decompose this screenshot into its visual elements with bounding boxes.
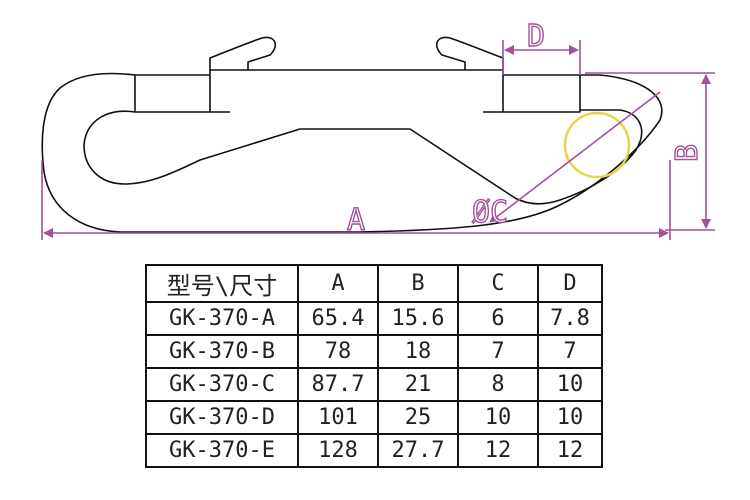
cell-b: 27.7 xyxy=(377,433,459,468)
cell-d: 7 xyxy=(537,334,603,369)
dimension-d-label: D xyxy=(527,19,545,54)
cell-d: 10 xyxy=(537,400,603,435)
left-sleeve xyxy=(134,74,211,113)
right-trigger xyxy=(435,36,504,70)
dimension-a-label: A xyxy=(347,203,365,238)
left-trigger xyxy=(209,36,277,70)
left-hook-inner xyxy=(83,109,643,205)
dimension-c-line xyxy=(489,91,661,223)
cell-b: 25 xyxy=(377,400,459,435)
cell-a: 78 xyxy=(297,334,379,369)
dimension-c-label: ØC xyxy=(472,195,508,230)
table-header-row: 型号\尺寸 A B C D xyxy=(145,264,603,303)
dimension-lines xyxy=(41,40,715,240)
table-row: GK-370-B 78 18 7 7 xyxy=(145,334,603,369)
cell-c: 10 xyxy=(457,400,539,435)
table-row: GK-370-E 128 27.7 12 12 xyxy=(145,433,603,468)
header-model-size: 型号\尺寸 xyxy=(145,264,299,303)
body-top xyxy=(209,69,504,75)
cell-b: 21 xyxy=(377,367,459,402)
spec-table: 型号\尺寸 A B C D GK-370-A 65.4 15.6 6 7.8 G… xyxy=(145,264,603,468)
cell-a: 101 xyxy=(297,400,379,435)
cell-d: 7.8 xyxy=(537,301,603,336)
table-row: GK-370-A 65.4 15.6 6 7.8 xyxy=(145,301,603,336)
cell-a: 128 xyxy=(297,433,379,468)
cell-model: GK-370-E xyxy=(145,433,299,468)
cell-c: 12 xyxy=(457,433,539,468)
header-d: D xyxy=(537,264,603,303)
right-sleeve xyxy=(502,74,581,113)
cell-d: 10 xyxy=(537,367,603,402)
header-c: C xyxy=(457,264,539,303)
table-row: GK-370-D 101 25 10 10 xyxy=(145,400,603,435)
dimension-b-label: B xyxy=(670,144,705,162)
cell-c: 8 xyxy=(457,367,539,402)
cell-b: 18 xyxy=(377,334,459,369)
cell-model: GK-370-D xyxy=(145,400,299,435)
cell-b: 15.6 xyxy=(377,301,459,336)
header-b: B xyxy=(377,264,459,303)
cell-c: 6 xyxy=(457,301,539,336)
cell-a: 65.4 xyxy=(297,301,379,336)
cell-c: 7 xyxy=(457,334,539,369)
cell-a: 87.7 xyxy=(297,367,379,402)
cell-d: 12 xyxy=(537,433,603,468)
table-row: GK-370-C 87.7 21 8 10 xyxy=(145,367,603,402)
cell-model: GK-370-B xyxy=(145,334,299,369)
gate-opening-circle xyxy=(563,111,631,179)
snap-hook-drawing: A B ØC D xyxy=(41,18,715,240)
cell-model: GK-370-A xyxy=(145,301,299,336)
header-a: A xyxy=(297,264,379,303)
cell-model: GK-370-C xyxy=(145,367,299,402)
